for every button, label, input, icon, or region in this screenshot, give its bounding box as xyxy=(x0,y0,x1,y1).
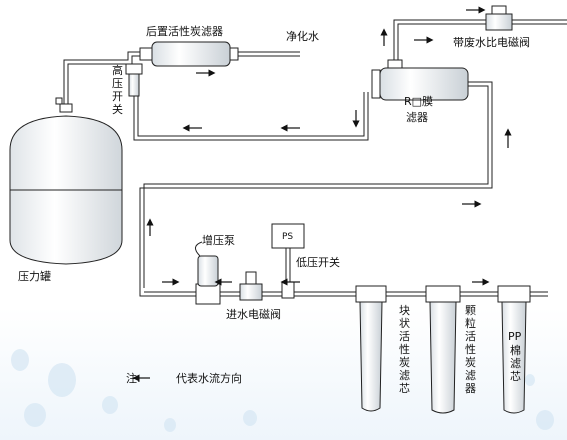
high-pressure-switch-label: 高压开关 xyxy=(112,64,123,116)
pressure-tank xyxy=(9,97,123,265)
inlet-solenoid-valve xyxy=(239,271,263,301)
post-carbon-filter xyxy=(139,41,239,67)
legend-note: 注: xyxy=(126,372,141,385)
pp-cotton-label-2: 棉滤芯 xyxy=(510,344,521,383)
inlet-solenoid-valve-label: 进水电磁阀 xyxy=(226,308,281,321)
ro-membrane-label-2: 滤器 xyxy=(406,111,428,124)
wastewater-valve-label: 带废水比电磁阀 xyxy=(453,36,530,49)
ro-membrane-filter xyxy=(371,59,469,101)
granular-carbon-filter-label: 颗粒活性炭滤器 xyxy=(465,304,476,395)
legend-text: 代表水流方向 xyxy=(176,372,242,385)
post-carbon-filter-label: 后置活性炭滤器 xyxy=(146,25,223,38)
pp-cotton-label-1: PP xyxy=(508,330,522,343)
water-drop-decor xyxy=(11,349,554,432)
ro-membrane-label-1: R□膜 xyxy=(404,95,434,108)
low-pressure-switch xyxy=(271,223,305,299)
block-carbon-cartridge xyxy=(355,285,387,412)
block-carbon-filter-label: 块状活性炭滤芯 xyxy=(399,304,410,395)
booster-pump xyxy=(195,241,221,305)
pp-cotton-cartridge xyxy=(497,285,531,414)
ps-label: PS xyxy=(282,232,294,242)
granular-carbon-cartridge xyxy=(425,285,461,414)
flow-arrows xyxy=(132,6,512,382)
pressure-tank-label: 压力罐 xyxy=(18,270,51,283)
wastewater-ratio-solenoid-valve xyxy=(485,5,513,31)
pipe-network xyxy=(63,19,567,297)
high-pressure-switch xyxy=(125,63,143,97)
purified-water-label: 净化水 xyxy=(286,30,319,43)
booster-pump-label: 增压泵 xyxy=(202,234,235,247)
low-pressure-switch-label: 低压开关 xyxy=(296,256,340,269)
